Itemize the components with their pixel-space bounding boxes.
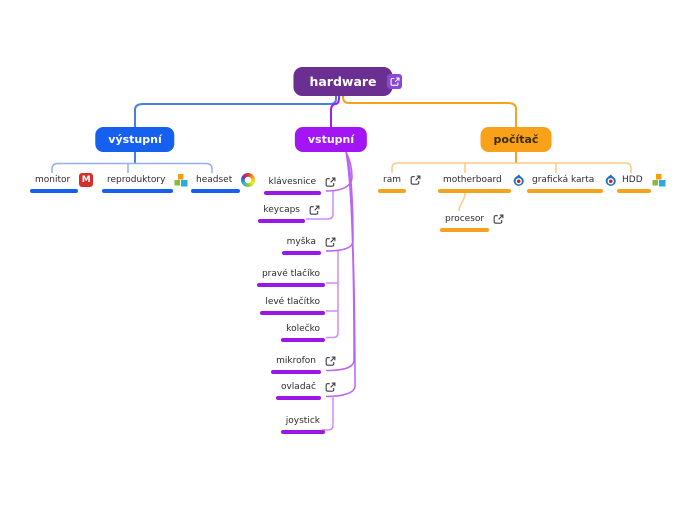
node-graficka-karta-label: grafická karta: [532, 175, 595, 185]
motherboard-flame-icon: [511, 173, 526, 188]
underline: [258, 219, 305, 223]
node-vystupni[interactable]: výstupní: [95, 127, 175, 152]
underline: [275, 396, 321, 400]
procesor-external-link-icon[interactable]: [493, 214, 504, 225]
underline: [281, 338, 325, 342]
node-vystupni-label: výstupní: [108, 133, 162, 146]
node-monitor-label: monitor: [35, 175, 71, 185]
ram-external-link-icon[interactable]: [410, 175, 421, 186]
node-graficka-karta[interactable]: grafická karta: [527, 173, 618, 193]
myska-external-link-icon[interactable]: [325, 237, 336, 248]
node-ovladac[interactable]: ovladač: [275, 380, 336, 400]
underline: [260, 311, 325, 315]
node-keycaps[interactable]: keycaps: [258, 203, 320, 223]
underline: [527, 189, 604, 193]
node-joystick-label: joystick: [285, 416, 320, 426]
underline: [378, 189, 406, 193]
node-vstupni-label: vstupní: [307, 133, 355, 146]
mikrofon-external-link-icon[interactable]: [325, 356, 336, 367]
underline: [280, 430, 325, 434]
node-prave-tlacko-label: pravé tlačíko: [261, 269, 320, 279]
underline: [256, 283, 325, 287]
monitor-favicon-m-icon: M: [79, 173, 94, 187]
node-ram-label: ram: [383, 175, 401, 185]
node-headset-label: headset: [196, 175, 233, 185]
underline: [30, 189, 79, 193]
node-leve-tlacitko-label: levé tlačítko: [265, 297, 320, 307]
node-reproduktory-label: reproduktory: [107, 175, 166, 185]
node-hardware[interactable]: hardware: [293, 67, 393, 96]
underline: [617, 189, 651, 193]
underline: [440, 228, 490, 232]
underline: [263, 191, 321, 195]
node-mikrofon[interactable]: mikrofon: [271, 354, 336, 374]
hardware-external-link-icon[interactable]: [387, 74, 402, 89]
node-hardware-label: hardware: [309, 74, 377, 89]
node-procesor-label: procesor: [445, 214, 485, 224]
node-kolecko-label: kolečko: [286, 324, 320, 334]
node-monitor[interactable]: monitor M: [30, 173, 94, 193]
klavesnice-external-link-icon[interactable]: [325, 177, 336, 188]
headset-rainbow-icon: [241, 173, 256, 187]
node-procesor[interactable]: procesor: [440, 212, 504, 232]
underline: [191, 189, 241, 193]
hdd-blocks-icon: [652, 173, 666, 187]
node-ram[interactable]: ram: [378, 173, 421, 193]
node-hdd[interactable]: HDD: [617, 173, 666, 193]
node-mikrofon-label: mikrofon: [276, 356, 316, 366]
underline: [438, 189, 511, 193]
underline: [281, 251, 321, 255]
node-kolecko[interactable]: kolečko: [281, 322, 325, 342]
node-leve-tlacitko[interactable]: levé tlačítko: [260, 295, 325, 315]
node-prave-tlacko[interactable]: pravé tlačíko: [256, 267, 325, 287]
node-klavesnice[interactable]: klávesnice: [263, 175, 336, 195]
node-klavesnice-label: klávesnice: [268, 177, 316, 187]
node-pocitac[interactable]: počítač: [480, 127, 552, 152]
node-motherboard-label: motherboard: [443, 175, 502, 185]
graficka-karta-flame-icon: [603, 173, 618, 188]
node-motherboard[interactable]: motherboard: [438, 173, 526, 193]
node-reproduktory[interactable]: reproduktory: [102, 173, 188, 193]
node-joystick[interactable]: joystick: [280, 414, 325, 434]
ovladac-external-link-icon[interactable]: [325, 382, 336, 393]
node-vstupni[interactable]: vstupní: [294, 127, 368, 152]
underline: [271, 370, 321, 374]
node-keycaps-label: keycaps: [263, 205, 300, 215]
node-ovladac-label: ovladač: [280, 382, 316, 392]
node-myska[interactable]: myška: [281, 235, 336, 255]
underline: [102, 189, 174, 193]
reproduktory-blocks-icon: [174, 173, 188, 187]
keycaps-external-link-icon[interactable]: [309, 205, 320, 216]
node-myska-label: myška: [286, 237, 316, 247]
node-pocitac-label: počítač: [493, 133, 539, 146]
node-hdd-label: HDD: [622, 175, 643, 185]
node-headset[interactable]: headset: [191, 173, 256, 193]
